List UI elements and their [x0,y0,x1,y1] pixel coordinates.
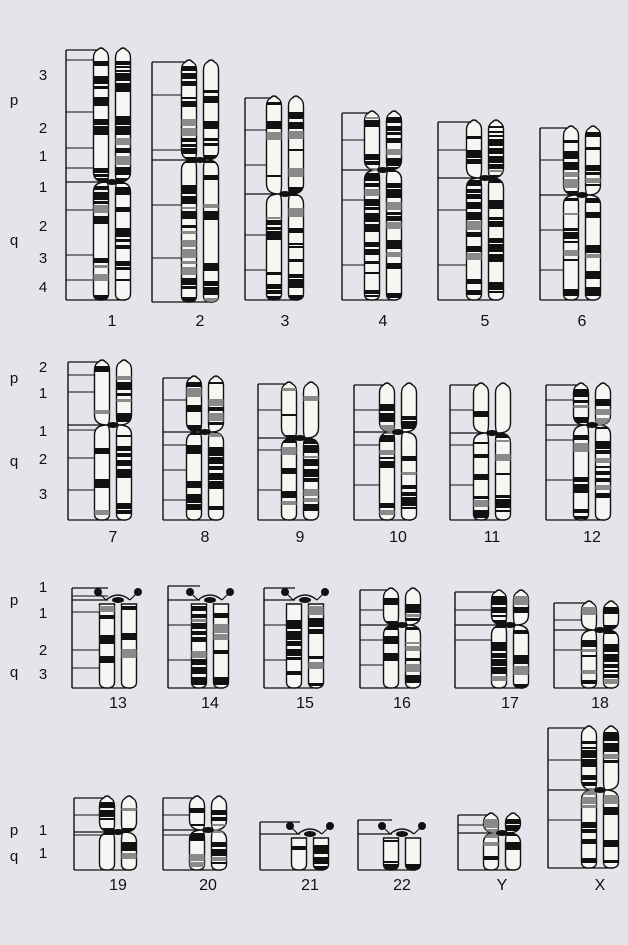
chromosome-9 [282,382,319,520]
p-arm-label: p [10,592,18,609]
chromosome-6 [564,126,601,300]
band-region-number: 2 [39,120,47,137]
chromosome-label: 4 [379,313,388,330]
band-region-number: 2 [39,451,47,468]
chromosome-8 [187,376,224,520]
chromosome-18 [582,601,619,688]
chromosome-17 [492,590,529,689]
band-region-number: 1 [39,605,47,622]
band-region-number: 4 [39,279,47,296]
chromosome-16 [384,588,421,688]
chromosome-11 [474,383,511,520]
chromosome-label: 15 [296,695,314,712]
chromosome-label: 13 [109,695,127,712]
chromosome-label: 10 [389,529,407,546]
chromosome-label: X [595,877,606,894]
chromosome-7 [95,360,132,520]
chromosome-label: 6 [578,313,587,330]
chromosome-label: 11 [484,529,501,546]
band-region-number: 1 [39,423,47,440]
chromosome-10 [380,383,417,520]
chromosome-label: 7 [109,529,118,546]
chromosome-14 [186,588,234,688]
band-region-number: 1 [39,148,47,165]
q-arm-label: q [10,232,18,249]
band-region-number: 1 [39,822,47,839]
band-region-number: 1 [39,385,47,402]
band-region-number: 3 [39,67,47,84]
chromosome-Y [484,813,521,870]
chromosome-label: 9 [296,529,305,546]
chromosome-4 [365,111,402,300]
chromosome-label: 22 [393,877,411,894]
band-region-number: 3 [39,666,47,683]
chromosome-label: 1 [108,313,117,330]
chromosome-label: 3 [281,313,290,330]
band-region-number: 1 [39,179,47,196]
chromosome-label: 5 [481,313,490,330]
band-region-number: 1 [39,579,47,596]
chromosome-5 [467,120,504,300]
chromosome-20 [190,796,227,870]
p-arm-label: p [10,822,18,839]
chromosome-3 [267,96,304,304]
chromosome-19 [100,796,137,870]
band-region-number: 3 [39,250,47,267]
chromosome-label: 14 [201,695,219,712]
q-arm-label: q [10,664,18,681]
p-arm-label: p [10,92,18,109]
chromosome-X [582,726,619,868]
chromosome-label: 20 [199,877,217,894]
chromosome-label: 2 [196,313,205,330]
chromosome-15 [281,588,329,688]
chromosome-1 [94,48,131,303]
band-region-number: 2 [39,359,47,376]
band-region-number: 2 [39,642,47,659]
chromosome-label: 19 [109,877,127,894]
chromosome-label: 17 [501,695,519,712]
chromosome-label: Y [497,877,508,894]
chromosome-label: 12 [583,529,601,546]
p-arm-label: p [10,370,18,387]
q-arm-label: q [10,453,18,470]
chromosome-2 [182,60,219,304]
chromosome-22 [378,822,426,872]
chromosome-21 [286,822,334,875]
chromosome-label: 16 [393,695,411,712]
band-region-number: 1 [39,845,47,862]
chromosome-label: 18 [591,695,609,712]
band-region-number: 2 [39,218,47,235]
q-arm-label: q [10,848,18,865]
chromosome-13 [94,588,142,688]
chromosome-12 [574,383,611,520]
chromosome-label: 21 [301,877,319,894]
band-region-number: 3 [39,486,47,503]
chromosome-label: 8 [201,529,210,546]
